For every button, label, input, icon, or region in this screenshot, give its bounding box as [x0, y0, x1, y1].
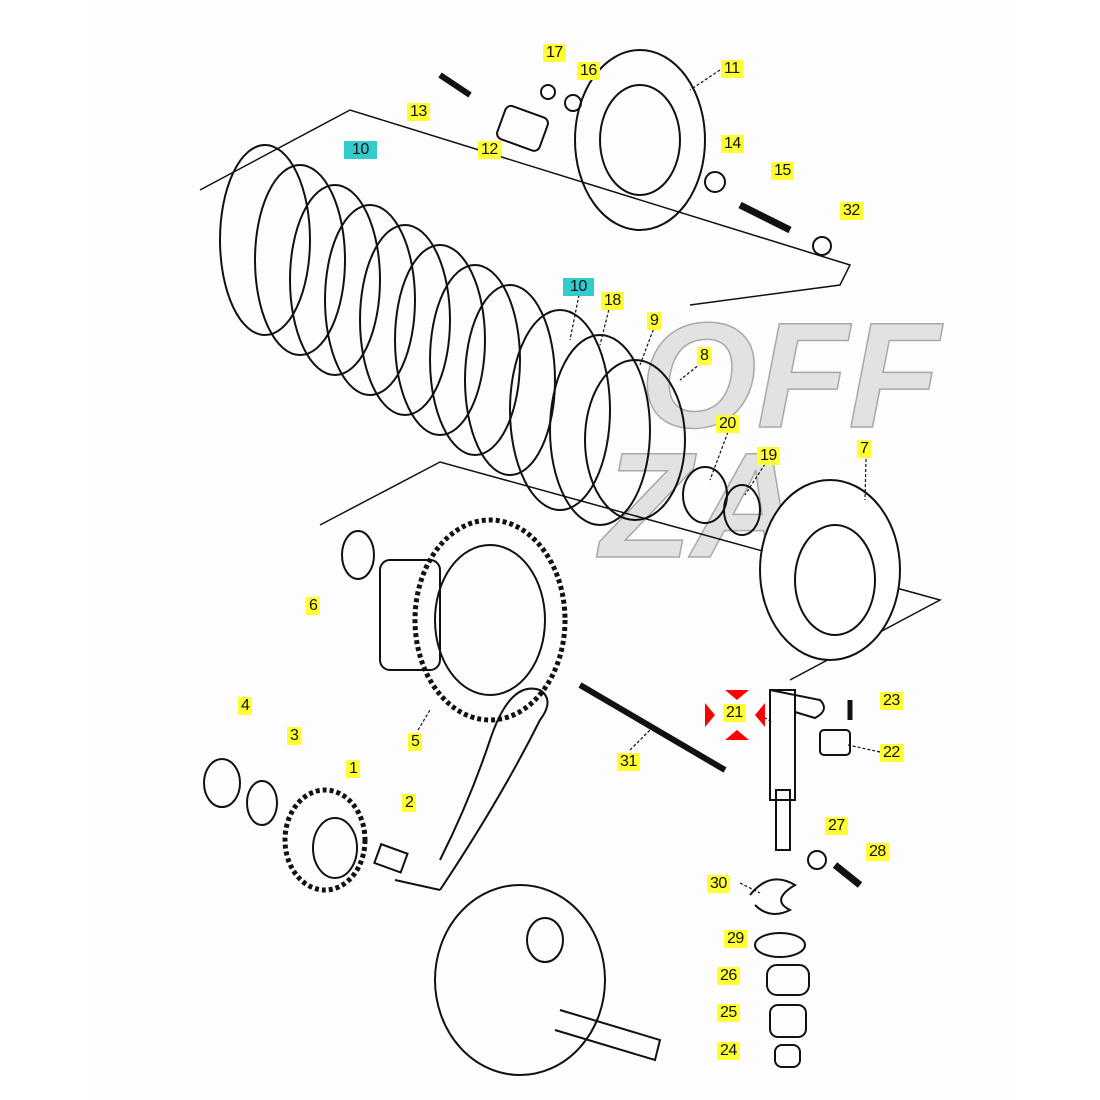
pressure-plate: [574, 49, 706, 231]
part-label-9[interactable]: 9: [647, 312, 662, 330]
washer-19: [723, 484, 761, 536]
washer-3: [246, 780, 278, 826]
seal-29: [754, 932, 806, 958]
clutch-housing-5: [412, 517, 568, 723]
collar-25: [769, 1004, 807, 1038]
washer-6: [341, 530, 375, 580]
watermark: OFF: [639, 291, 940, 459]
part-label-7[interactable]: 7: [857, 440, 872, 458]
part-label-17[interactable]: 17: [543, 44, 566, 62]
part-label-18[interactable]: 18: [601, 292, 624, 310]
part-label-19[interactable]: 19: [757, 447, 780, 465]
bracket-22: [819, 729, 851, 756]
bolt-15: [738, 201, 792, 234]
leader-lines: [417, 69, 881, 894]
part-label-29[interactable]: 29: [724, 930, 747, 948]
part-label-10[interactable]: 10: [344, 141, 377, 159]
part-label-11[interactable]: 11: [721, 60, 743, 78]
part-label-3[interactable]: 3: [287, 727, 302, 745]
part-label-28[interactable]: 28: [866, 843, 889, 861]
primary-gear-7: [759, 479, 901, 661]
key-2: [373, 842, 409, 874]
part-label-24[interactable]: 24: [717, 1042, 740, 1060]
part-label-32[interactable]: 32: [840, 202, 863, 220]
part-label-8[interactable]: 8: [697, 347, 712, 365]
part-label-12[interactable]: 12: [478, 141, 501, 159]
nut-17: [540, 84, 556, 100]
nut-20: [682, 466, 728, 524]
washer-16: [564, 94, 582, 112]
part-label-6[interactable]: 6: [306, 597, 321, 615]
part-label-21[interactable]: 21: [723, 704, 746, 722]
nut-4: [203, 758, 241, 808]
part-label-10-b[interactable]: 10: [563, 278, 594, 296]
bolt-28: [832, 862, 863, 888]
part-label-5[interactable]: 5: [408, 733, 423, 751]
part-label-27[interactable]: 27: [825, 817, 848, 835]
part-label-4[interactable]: 4: [238, 697, 253, 715]
part-label-15[interactable]: 15: [771, 162, 794, 180]
gear-1: [282, 787, 368, 893]
spacer-26: [766, 964, 810, 996]
part-label-14[interactable]: 14: [721, 135, 744, 153]
part-label-1[interactable]: 1: [346, 760, 361, 778]
cap-24: [774, 1044, 801, 1068]
part-label-25[interactable]: 25: [717, 1004, 740, 1022]
crankshaft: [394, 687, 662, 1076]
part-label-22[interactable]: 22: [880, 744, 903, 762]
washer-27: [807, 850, 827, 870]
part-label-16[interactable]: 16: [577, 62, 600, 80]
push-rod-31: [578, 682, 727, 773]
clutch-plates: [219, 144, 686, 526]
nut-14: [704, 171, 726, 193]
bolt-13: [438, 72, 472, 98]
spring: [496, 104, 549, 152]
part-label-2[interactable]: 2: [402, 794, 417, 812]
part-label-23[interactable]: 23: [880, 692, 903, 710]
part-label-20[interactable]: 20: [716, 415, 739, 433]
part-label-31[interactable]: 31: [617, 753, 640, 771]
clutch-pack-outline: [199, 109, 852, 306]
part-label-26[interactable]: 26: [717, 967, 740, 985]
part-label-30[interactable]: 30: [707, 875, 730, 893]
shift-shaft-21: [769, 689, 796, 801]
ball-32: [812, 236, 832, 256]
part-label-13[interactable]: 13: [407, 103, 430, 121]
selection-marker-icon: [705, 690, 765, 740]
spring-30: [749, 878, 797, 915]
